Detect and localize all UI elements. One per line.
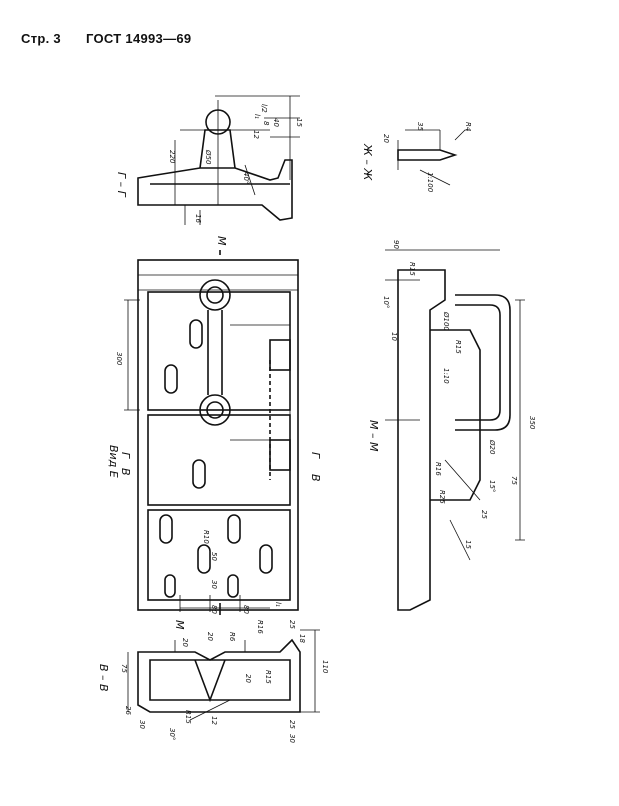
section-zh-zh: 20 35 R4 1:100 Ж – Ж (361, 122, 472, 193)
dim-10: 10 (390, 332, 398, 341)
dim-30b: 30 (138, 720, 146, 729)
dim-20c: 20 (206, 632, 214, 641)
dim-350: 350 (528, 416, 536, 430)
dim-300: 300 (115, 352, 123, 366)
dim-r16: R16 (434, 462, 442, 476)
g-mark-right: Г (309, 452, 322, 459)
dim-r10: R10 (202, 530, 210, 544)
dim-l1: l₁ (253, 114, 261, 119)
dim-220: 220 (168, 150, 176, 164)
dim-r15d: R15 (184, 710, 192, 724)
dim-r15b: R15 (454, 340, 462, 354)
dim-40: 40 (272, 118, 280, 127)
section-zh-label: Ж – Ж (361, 143, 374, 181)
section-m-m: 90 R15 10° Ø100 R15 10 350 1:10 R25 R16 … (367, 240, 536, 611)
page-number: Стр. 3 (21, 31, 61, 46)
dim-15deg: 15° (488, 480, 496, 492)
dim-15b: 15 (464, 540, 472, 549)
b-mark-right: В (309, 474, 322, 482)
plan-view: 300 R10 50 30 80 80 l₁ Вид Е В Г В Г М М (107, 236, 322, 630)
dim-20b: 20 (181, 638, 189, 647)
dim-1-100: 1:100 (426, 172, 434, 193)
dim-8: 8 (262, 121, 270, 126)
dim-90: 90 (392, 240, 400, 249)
dim-12b: 12 (210, 716, 218, 725)
dim-26: 26 (124, 706, 132, 715)
dim-25b: 25 (288, 620, 296, 629)
dim-30: 30 (210, 580, 218, 589)
dim-l1b: l₁ (274, 602, 282, 607)
dim-1-10: 1:10 (442, 368, 450, 384)
section-g-label: Г – Г (115, 172, 128, 198)
section-m-label: М – М (367, 420, 380, 452)
dim-25c: 25 (288, 720, 296, 729)
dim-16: 16 (194, 214, 202, 223)
dim-80b: 80 (242, 605, 250, 614)
dim-18: 18 (298, 634, 306, 643)
section-g-g: l/2 l₁ 40 8 15 12 Ø50 220 40° 16 Г – Г (115, 95, 303, 225)
dim-r25: R25 (438, 490, 446, 504)
dim-phi50: Ø50 (204, 149, 212, 165)
dim-80: 80 (210, 605, 218, 614)
section-v-v: 20 20 R6 R16 25 18 75 110 20 R15 R15 12 … (97, 620, 329, 743)
dim-r15c: R15 (264, 670, 272, 684)
view-e-g-mark: Г (119, 452, 132, 459)
view-e-label: Вид Е (107, 445, 120, 478)
dim-15: 15 (295, 118, 303, 127)
dim-r6: R6 (228, 632, 236, 642)
dim-110: 110 (321, 660, 329, 674)
dim-12: 12 (252, 130, 260, 139)
dim-r15: R15 (408, 262, 416, 276)
dim-35: 35 (416, 122, 424, 131)
dim-30deg: 30° (168, 728, 176, 740)
section-v-label: В – В (97, 664, 110, 692)
dim-20d: 20 (244, 674, 252, 683)
dim-phi20: Ø20 (488, 439, 496, 455)
dim-25: 25 (480, 510, 488, 519)
dim-75b: 75 (120, 664, 128, 673)
dim-50: 50 (210, 552, 218, 561)
m-mark-top: М (215, 236, 228, 246)
dim-r16b: R16 (256, 620, 264, 634)
dim-10deg: 10° (382, 296, 390, 308)
view-e-b-mark: В (119, 468, 132, 476)
dim-20: 20 (382, 134, 390, 143)
dim-l2: l/2 (260, 104, 268, 113)
standard-code: ГОСТ 14993—69 (86, 31, 192, 46)
dim-phi100: Ø100 (442, 311, 450, 331)
dim-75: 75 (510, 476, 518, 485)
m-mark-bottom: М (173, 620, 186, 630)
dim-r4: R4 (464, 122, 472, 131)
dim-40deg: 40° (242, 172, 250, 184)
dim-30c: 30 (288, 734, 296, 743)
